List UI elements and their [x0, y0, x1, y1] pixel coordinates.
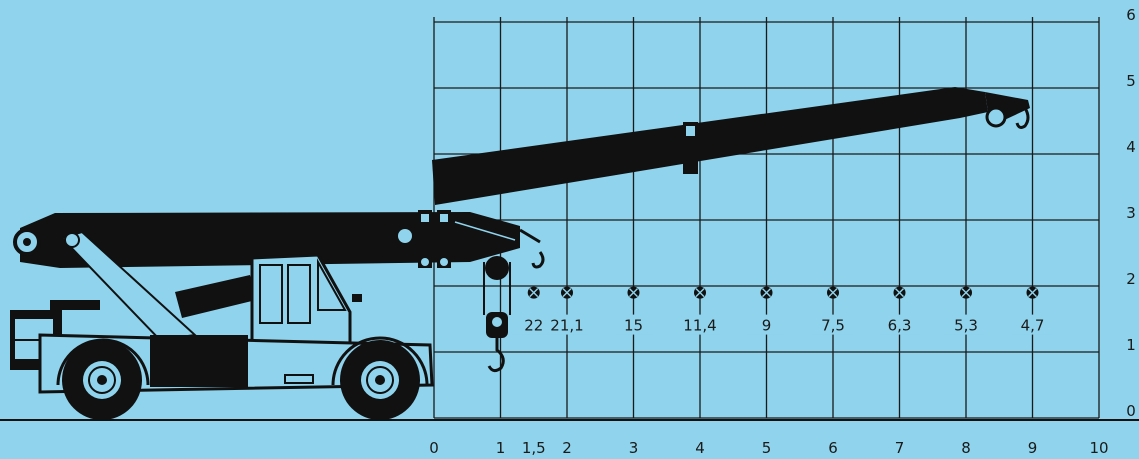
rear-wheel [331, 336, 429, 420]
load-label-bg [946, 314, 986, 335]
load-point-cross [762, 288, 771, 298]
load-value-label: 6,3 [888, 317, 912, 335]
x-tick-label: 6 [828, 439, 838, 457]
load-point-cross [629, 288, 638, 298]
x-tick-label: 7 [895, 439, 905, 457]
load-point-cross [828, 288, 838, 298]
load-value-label: 22 [524, 317, 543, 335]
load-point-cross [695, 288, 705, 298]
extended-boom [432, 87, 1030, 205]
y-tick-label: 6 [1126, 6, 1136, 24]
load-label-bg [513, 314, 554, 335]
retracted-boom [13, 210, 545, 373]
load-label-bg [813, 314, 853, 335]
load-value-label: 21,1 [550, 317, 583, 335]
load-label-bg [879, 314, 920, 335]
load-label-bg [746, 314, 787, 335]
load-value-label: 15 [624, 317, 643, 335]
x-axis-ticks: 0 1 1,5 2 3 4 5 6 7 8 9 10 [429, 439, 1108, 457]
load-point-cross [529, 288, 539, 298]
load-point-cross [895, 288, 904, 298]
x-tick-label: 9 [1028, 439, 1038, 457]
load-point-cross [1028, 288, 1037, 298]
x-tick-label: 2 [562, 439, 572, 457]
hook-icon [531, 251, 545, 269]
load-value-label: 11,4 [683, 317, 716, 335]
crane-illustration [0, 87, 1139, 421]
load-label-bg [1012, 314, 1053, 335]
x-tick-label: 10 [1089, 439, 1108, 457]
load-value-label: 9 [762, 317, 772, 335]
y-tick-label: 4 [1126, 138, 1136, 156]
hook-icon [487, 338, 505, 373]
x-tick-label: 1 [496, 439, 506, 457]
grid [433, 17, 1100, 419]
load-label-bg [547, 314, 587, 335]
x-tick-label: 3 [629, 439, 639, 457]
hook-icon [1015, 107, 1030, 129]
y-axis-ticks: 0 1 2 3 4 5 6 [1126, 6, 1136, 420]
y-tick-label: 0 [1126, 402, 1136, 420]
load-value-label: 7,5 [821, 317, 845, 335]
load-value-label: 5,3 [954, 317, 978, 335]
x-tick-label: 5 [762, 439, 772, 457]
y-tick-label: 5 [1126, 72, 1136, 90]
y-tick-label: 2 [1126, 270, 1136, 288]
y-tick-label: 3 [1126, 204, 1136, 222]
x-tick-label: 4 [695, 439, 705, 457]
x-tick-label: 0 [429, 439, 439, 457]
load-label-bg [613, 314, 654, 335]
load-value-label: 4,7 [1021, 317, 1045, 335]
load-label-bg [680, 314, 720, 335]
front-wheel [56, 338, 150, 420]
y-tick-label: 1 [1126, 336, 1136, 354]
x-tick-label: 8 [961, 439, 971, 457]
load-points: 22 21,1 15 11,4 9 7,5 6,3 5,3 4,7 [513, 286, 1053, 335]
load-point-cross [562, 288, 572, 298]
load-point-cross [961, 288, 971, 298]
x-tick-label: 1,5 [522, 439, 546, 457]
